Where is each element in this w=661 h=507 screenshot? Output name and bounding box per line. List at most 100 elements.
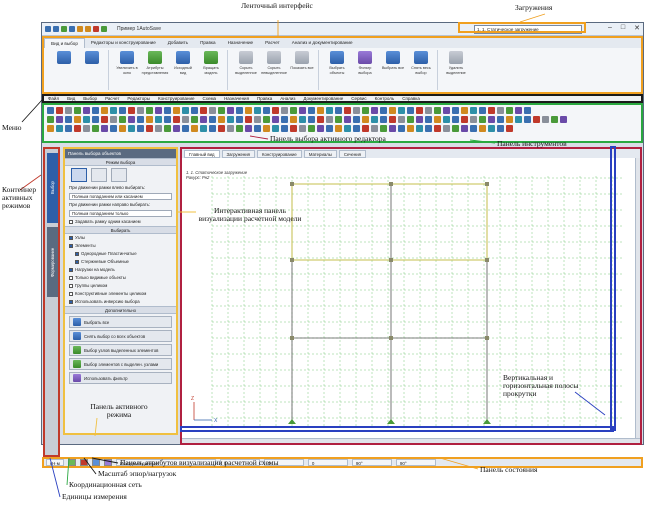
tool-icon[interactable] [389,116,396,123]
right-drag-select[interactable]: Полным попаданием только [69,210,172,217]
tool-icon[interactable] [479,116,486,123]
tool-icon[interactable] [398,116,405,123]
tool-icon[interactable] [155,107,162,114]
tool-icon[interactable] [344,107,351,114]
units-indicator[interactable]: кН·м [46,459,64,466]
tool-icon[interactable] [434,116,441,123]
tool-icon[interactable] [461,116,468,123]
deselect-button[interactable]: Снять весь выбор [409,51,433,75]
minimize-button[interactable]: – [607,24,612,31]
constructive-checkbox[interactable] [69,291,73,296]
tool-icon[interactable] [515,107,522,114]
tool-icon[interactable] [551,116,558,123]
tool-icon[interactable] [290,125,297,132]
tool-icon[interactable] [254,107,261,114]
inversion-checkbox[interactable] [69,299,73,304]
tool-icon[interactable] [155,125,162,132]
tool-icon[interactable] [371,125,378,132]
tool-icon[interactable] [245,125,252,132]
element-types-option-1[interactable]: Однородные Пластинчатые [65,250,176,258]
tool-icon[interactable] [299,107,306,114]
select-elements-of-nodes-button[interactable]: Выбор элементов с выделен. узлами [69,358,172,370]
deselect-all-panel-button[interactable]: Снять выбор со всех объектов [69,330,172,342]
tool-icon[interactable] [56,107,63,114]
tool-icon[interactable] [335,107,342,114]
editor-tab-materials[interactable]: Материалы [303,149,337,158]
tool-icon[interactable] [110,116,117,123]
tool-icon[interactable] [443,125,450,132]
editor-tab-design[interactable]: Конструирование [256,149,302,158]
tool-icon[interactable] [443,116,450,123]
tool-icon[interactable] [560,116,567,123]
tool-icon[interactable] [128,116,135,123]
tool-icon[interactable] [506,116,513,123]
calc-icon[interactable] [101,26,107,32]
tool-icon[interactable] [110,125,117,132]
tool-icon[interactable] [533,116,540,123]
tool-icon[interactable] [83,125,90,132]
select-all-panel-button[interactable]: Выбрать все [69,316,172,328]
tool-icon[interactable] [407,125,414,132]
tool-icon[interactable] [47,116,54,123]
tool-icon[interactable] [398,125,405,132]
ribbon-tab-calc[interactable]: Расчет [265,40,280,45]
tool-icon[interactable] [317,125,324,132]
tool-icon[interactable] [47,125,54,132]
tool-icon[interactable] [407,116,414,123]
tool-icon[interactable] [353,107,360,114]
nodes-checkbox[interactable] [69,235,73,240]
tool-icon[interactable] [299,125,306,132]
filter-button[interactable]: Фильтр выбора [353,51,377,75]
constructive-option[interactable]: Конструктивные элементы целиком [65,290,176,298]
hide-selected-button[interactable]: Скрыть выделенное [234,51,258,75]
tool-icon[interactable] [137,116,144,123]
menu-item[interactable]: Редакторы [127,96,150,101]
tool-icon[interactable] [164,125,171,132]
tool-icon[interactable] [416,116,423,123]
tool-icon[interactable] [164,107,171,114]
tool-icon[interactable] [326,116,333,123]
tool-icon[interactable] [146,116,153,123]
tool-icon[interactable] [119,116,126,123]
viz-attr-icon[interactable] [91,459,100,466]
menu-item[interactable]: Документирование [303,96,344,101]
tool-icon[interactable] [254,116,261,123]
tool-icon[interactable] [344,116,351,123]
tool-icon[interactable] [524,116,531,123]
tool-icon[interactable] [515,116,522,123]
tool-icon[interactable] [191,107,198,114]
tool-icon[interactable] [290,107,297,114]
editor-tab-loads[interactable]: Загружения [221,149,255,158]
tool-icon[interactable] [416,107,423,114]
tool-icon[interactable] [479,107,486,114]
ribbon-tab-analysis[interactable]: Анализ и документирование [291,40,353,45]
tool-icon[interactable] [524,107,531,114]
tool-icon[interactable] [362,125,369,132]
tool-icon[interactable] [65,107,72,114]
mode-tab-build[interactable]: Формирование [47,227,58,297]
show-all-button[interactable]: Показать все [290,51,314,71]
rod-checkbox[interactable] [75,259,79,264]
grid-toggle-icon[interactable] [67,459,76,466]
tool-icon[interactable] [326,125,333,132]
menu-item[interactable]: Выбор [83,96,98,101]
tool-icon[interactable] [290,116,297,123]
menu-item[interactable]: Вид [67,96,76,101]
menu-item[interactable]: Контроль [374,96,395,101]
tool-icon[interactable] [317,107,324,114]
tool-icon[interactable] [362,116,369,123]
element-types-option-2[interactable]: Стержневые Объемные [65,258,176,266]
select-mode-point-button[interactable] [111,168,127,182]
tool-icon[interactable] [93,26,99,32]
tool-icon[interactable] [74,116,81,123]
tool-icon[interactable] [209,125,216,132]
tool-icon[interactable] [335,125,342,132]
tool-icon[interactable] [461,125,468,132]
save-icon[interactable] [69,26,75,32]
vertical-scrollbar[interactable] [635,158,640,438]
nodes-option[interactable]: Узлы [65,234,176,242]
tool-icon[interactable] [425,116,432,123]
attributes-button[interactable]: Атрибуты представления [142,51,168,75]
tool-icon[interactable] [65,125,72,132]
tool-icon[interactable] [389,107,396,114]
